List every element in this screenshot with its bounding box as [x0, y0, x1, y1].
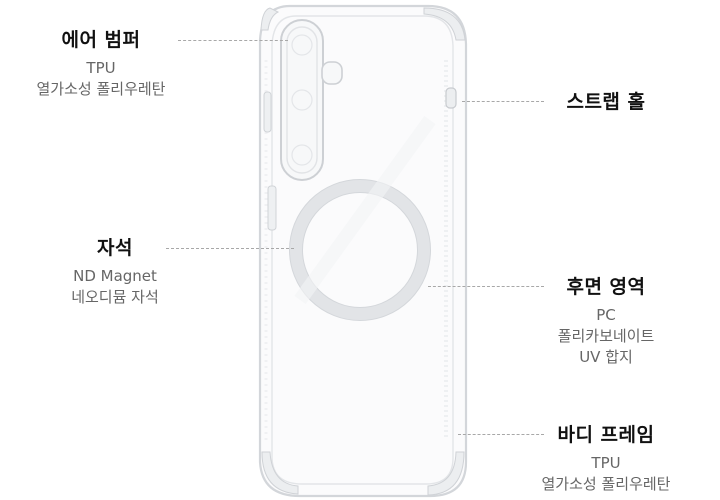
- callout-line: 네오디뮴 자석: [71, 288, 159, 306]
- strap-hole: [445, 87, 457, 109]
- leader-strap-hole: [462, 101, 544, 102]
- callout-body-frame: 바디 프레임 TPU 열가소성 폴리우레탄: [526, 423, 686, 495]
- bumper-bottom-right: [427, 451, 465, 496]
- callout-title: 스트랩 홀: [566, 91, 646, 113]
- leader-back-area: [428, 286, 544, 287]
- leader-body-frame: [458, 434, 544, 435]
- callout-back-area: 후면 영역 PC 폴리카보네이트 UV 합지: [536, 275, 676, 368]
- leader-air-bumper: [178, 40, 288, 41]
- magnet-ring: [289, 179, 431, 321]
- callout-line: TPU: [86, 59, 116, 77]
- callout-strap-hole: 스트랩 홀: [546, 90, 666, 114]
- callout-line: 폴리카보네이트: [557, 327, 655, 345]
- callout-line: UV 합지: [579, 348, 633, 366]
- callout-title: 후면 영역: [566, 276, 646, 298]
- callout-line: TPU: [591, 454, 621, 472]
- callout-line: ND Magnet: [73, 267, 157, 285]
- leader-magnet: [166, 248, 294, 249]
- callout-line: PC: [596, 306, 616, 324]
- callout-line: 열가소성 폴리우레탄: [541, 475, 671, 493]
- callout-title: 자석: [97, 237, 133, 259]
- bumper-top-right: [423, 7, 466, 41]
- bumper-top-left: [260, 7, 280, 31]
- callout-magnet: 자석 ND Magnet 네오디뮴 자석: [40, 236, 190, 308]
- case-inner: [271, 15, 454, 485]
- callout-title: 바디 프레임: [557, 424, 655, 446]
- camera-cutout: [280, 19, 343, 181]
- callout-title: 에어 범퍼: [61, 29, 141, 51]
- callout-air-bumper: 에어 범퍼 TPU 열가소성 폴리우레탄: [26, 28, 176, 100]
- callout-line: 열가소성 폴리우레탄: [36, 80, 166, 98]
- bumper-bottom-left: [261, 451, 299, 495]
